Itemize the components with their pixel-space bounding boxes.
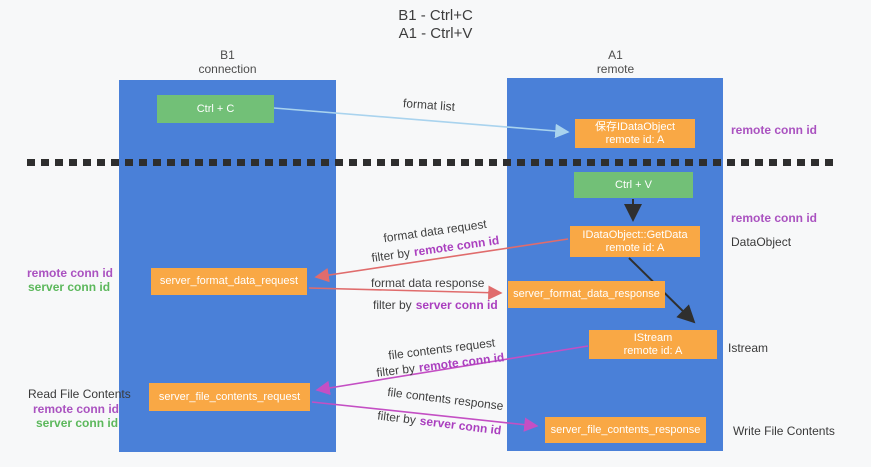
node-istream-line2: remote id: A — [623, 344, 683, 357]
annotation-istream: Istream — [728, 341, 769, 355]
node-ctrl-v-label: Ctrl + V — [615, 178, 652, 191]
label-filter-highlight-4: server conn id — [418, 413, 503, 438]
title-line-1: B1 - Ctrl+C — [398, 7, 473, 24]
annotation-left-server-conn-id-bottom: server conn id — [36, 416, 119, 430]
label-filter-prefix-4: filter by — [376, 408, 417, 428]
label-format-list: format list — [402, 96, 456, 114]
node-server-file-contents-response: server_file_contents_response — [545, 417, 706, 443]
node-server-file-contents-response-label: server_file_contents_response — [550, 423, 701, 436]
node-idataobject-getdata-line1: IDataObject::GetData — [582, 228, 688, 241]
left-column-title: B1 — [220, 48, 235, 62]
node-idataobject-getdata-line2: remote id: A — [605, 241, 665, 254]
right-column-subtitle: remote — [596, 62, 635, 76]
node-ctrl-v: Ctrl + V — [574, 172, 693, 198]
annotation-left-remote-conn-id-mid: remote conn id — [27, 266, 114, 280]
node-istream-line1: IStream — [633, 331, 673, 344]
annotation-left-server-conn-id-mid: server conn id — [28, 280, 111, 294]
node-ctrl-c: Ctrl + C — [157, 95, 274, 123]
annotation-write-file-contents: Write File Contents — [733, 424, 835, 438]
label-filter-highlight-2: server conn id — [415, 298, 498, 312]
node-server-format-data-request-label: server_format_data_request — [159, 275, 299, 287]
annotation-left-remote-conn-id-bottom: remote conn id — [33, 402, 120, 416]
right-column-title: A1 — [608, 48, 623, 62]
title-line-2: A1 - Ctrl+V — [398, 25, 473, 42]
label-filter-prefix-1: filter by — [370, 245, 411, 265]
node-idataobject-getdata: IDataObject::GetData remote id: A — [570, 226, 700, 257]
node-save-idataobject-line2: remote id: A — [605, 133, 665, 146]
annotation-remote-conn-id-mid: remote conn id — [731, 211, 818, 225]
label-filter-prefix-2: filter by — [373, 298, 412, 312]
node-save-idataobject: 保存IDataObject remote id: A — [575, 119, 695, 148]
annotation-dataobject: DataObject — [731, 235, 792, 249]
annotation-remote-conn-id-top: remote conn id — [731, 123, 818, 137]
node-server-file-contents-request: server_file_contents_request — [149, 383, 310, 411]
left-column-header: B1 connection — [119, 48, 336, 76]
annotation-read-file-contents: Read File Contents — [28, 387, 131, 401]
node-server-file-contents-request-label: server_file_contents_request — [158, 390, 301, 403]
node-server-format-data-response-label: server_format_data_response — [513, 288, 660, 300]
dashed-separator-line — [27, 159, 833, 166]
label-file-contents-response: file contents response — [386, 384, 505, 414]
label-filter-prefix-3: filter by — [375, 361, 416, 380]
left-column-subtitle: connection — [198, 62, 257, 76]
node-server-format-data-response: server_format_data_response — [508, 281, 665, 308]
right-column-header: A1 remote — [507, 48, 724, 76]
node-ctrl-c-label: Ctrl + C — [196, 102, 235, 115]
node-istream: IStream remote id: A — [589, 330, 717, 359]
diagram-title: B1 - Ctrl+C A1 - Ctrl+V — [0, 7, 871, 43]
label-format-data-response: format data response — [371, 276, 485, 290]
node-server-format-data-request: server_format_data_request — [151, 268, 307, 295]
node-save-idataobject-line1: 保存IDataObject — [594, 120, 676, 133]
